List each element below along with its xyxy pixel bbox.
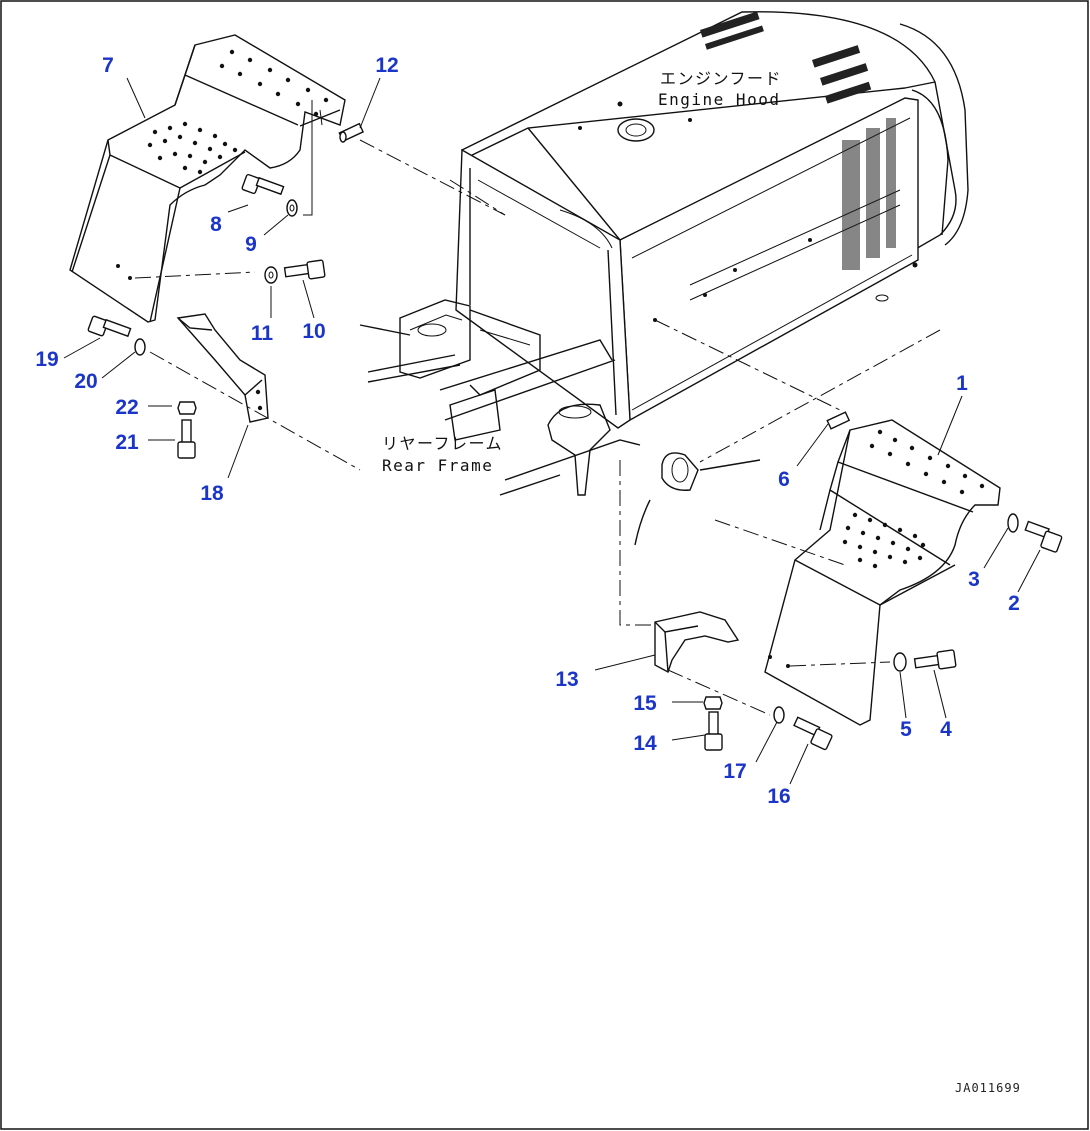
part-label-1: 1 xyxy=(956,372,968,395)
fastener-21 xyxy=(177,419,196,459)
leader-lines xyxy=(63,77,1041,785)
part-label-3: 3 xyxy=(968,568,980,591)
part-label-6: 6 xyxy=(778,468,790,491)
right-bracket xyxy=(654,611,740,674)
fastener-2 xyxy=(1024,520,1063,553)
part-label-10: 10 xyxy=(302,320,325,343)
left-bracket xyxy=(176,313,269,423)
part-labels: 1 2 3 4 5 6 7 8 9 10 11 12 13 14 15 16 1… xyxy=(35,54,1020,808)
fastener-16 xyxy=(793,716,833,751)
part-label-14: 14 xyxy=(633,732,657,755)
part-label-11: 11 xyxy=(251,322,274,345)
left-step-cover xyxy=(69,34,346,323)
hood-vent-side xyxy=(842,118,896,270)
right-cover-holes xyxy=(768,429,985,668)
assembly-lines xyxy=(134,139,941,716)
part-label-7: 7 xyxy=(102,54,114,77)
fastener-3 xyxy=(1007,513,1019,533)
engine-hood-caption-en: Engine Hood xyxy=(658,90,780,109)
part-label-8: 8 xyxy=(210,213,222,236)
part-label-21: 21 xyxy=(115,431,139,454)
left-cover-holes xyxy=(116,49,329,280)
hood-vent-top xyxy=(700,11,872,104)
fastener-17 xyxy=(773,706,785,724)
part-label-2: 2 xyxy=(1008,592,1020,615)
fastener-19 xyxy=(87,315,132,338)
engine-hood-caption-jp: エンジンフード xyxy=(660,69,782,88)
fastener-14 xyxy=(704,711,723,751)
fastener-5 xyxy=(893,652,907,672)
drawing-id: JA011699 xyxy=(955,1081,1021,1095)
part-label-22: 22 xyxy=(115,396,138,419)
fastener-12 xyxy=(338,122,365,143)
fastener-6 xyxy=(826,411,851,430)
rear-frame xyxy=(359,299,761,546)
part-label-4: 4 xyxy=(940,718,952,741)
fastener-20 xyxy=(134,338,146,356)
fastener-15 xyxy=(703,696,723,710)
part-label-20: 20 xyxy=(74,370,97,393)
fastener-10 xyxy=(283,259,326,280)
fastener-8 xyxy=(241,173,285,196)
part-label-5: 5 xyxy=(900,718,912,741)
rear-frame-caption: リヤーフレーム Rear Frame xyxy=(382,434,503,475)
part-label-16: 16 xyxy=(767,785,790,808)
part-label-15: 15 xyxy=(633,692,657,715)
rear-frame-caption-en: Rear Frame xyxy=(382,456,493,475)
rear-frame-caption-jp: リヤーフレーム xyxy=(382,434,503,453)
part-label-19: 19 xyxy=(35,348,58,371)
right-step-cover xyxy=(764,419,1001,726)
fastener-9 xyxy=(286,199,298,217)
part-label-12: 12 xyxy=(375,54,398,77)
fastener-4 xyxy=(913,649,957,670)
fastener-11 xyxy=(264,266,278,284)
fastener-22 xyxy=(177,401,197,415)
engine-hood-caption: エンジンフード Engine Hood xyxy=(658,69,782,109)
part-label-13: 13 xyxy=(555,668,578,691)
part-label-17: 17 xyxy=(723,760,746,783)
part-label-18: 18 xyxy=(200,482,224,505)
part-label-9: 9 xyxy=(245,233,257,256)
fasteners xyxy=(87,122,1063,751)
